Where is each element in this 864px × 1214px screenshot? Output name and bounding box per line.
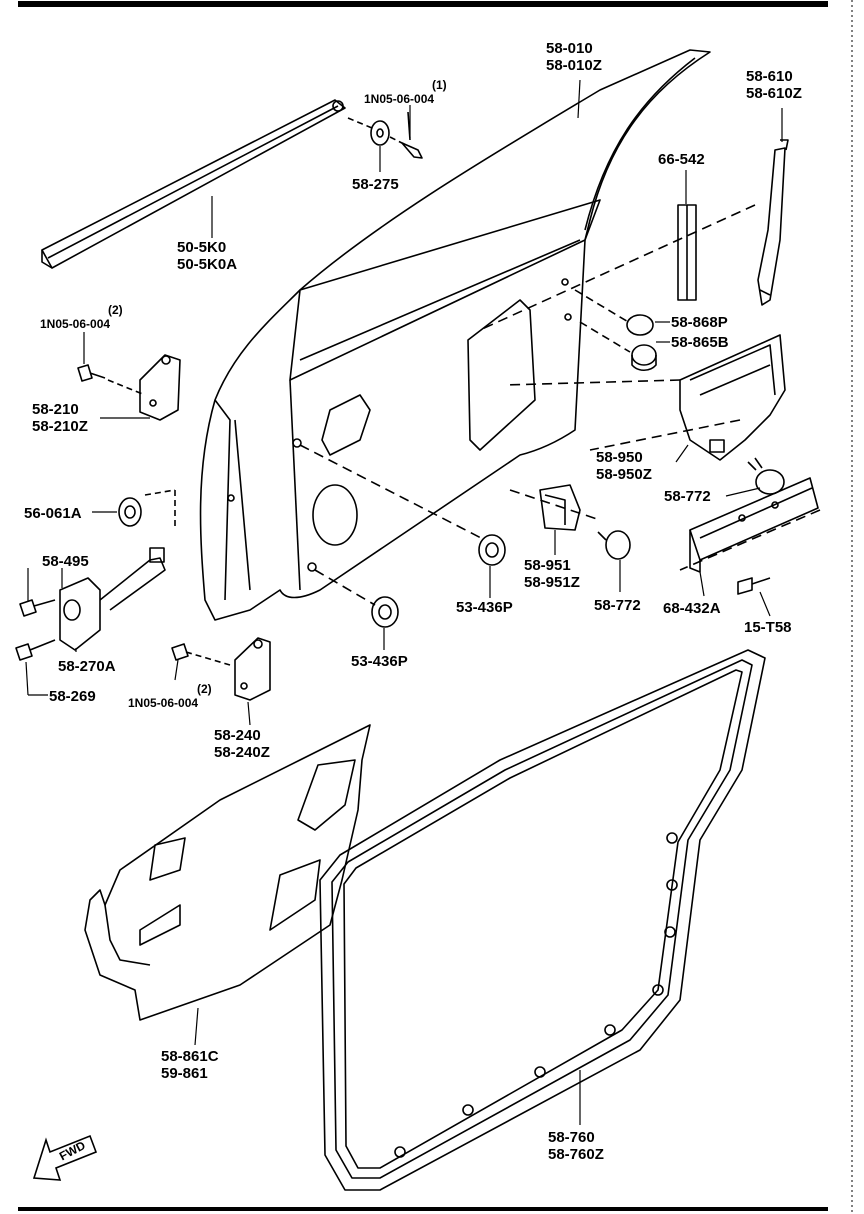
label-1n05-top: 1N05-06-004 xyxy=(364,92,435,106)
fwd-arrow xyxy=(32,1134,98,1181)
label-1n05-left-qty: (2) xyxy=(108,303,123,317)
bolt-15-t58 xyxy=(737,577,771,595)
bolt-58-495 xyxy=(19,599,56,617)
label-68-432a: 68-432A xyxy=(663,600,721,617)
bolt-58-269 xyxy=(15,639,56,661)
bracket-58-950 xyxy=(679,334,786,461)
hinge-upper xyxy=(139,354,181,421)
label-58-772-lower: 58-772 xyxy=(594,597,641,614)
grommet-53-436p-lower xyxy=(371,596,399,628)
label-58-865b: 58-865B xyxy=(671,334,729,351)
grommet-56-061a xyxy=(118,497,142,527)
label-1n05-bottom: 1N05-06-004 xyxy=(128,696,199,710)
label-58-270a: 58-270A xyxy=(58,658,116,675)
stopper-58-951 xyxy=(539,484,581,531)
label-1n05-top-qty: (1) xyxy=(432,78,447,92)
label-15-t58: 15-T58 xyxy=(744,619,792,636)
label-1n05-left: 1N05-06-004 xyxy=(40,317,111,331)
label-58-868p: 58-868P xyxy=(671,314,728,331)
plug-58-868p xyxy=(626,314,654,336)
clip-58-772-upper xyxy=(747,457,785,495)
belt-molding xyxy=(41,99,346,269)
label-58-269: 58-269 xyxy=(49,688,96,705)
bolt-1n05-left xyxy=(77,364,106,382)
plug-58-865b xyxy=(631,344,657,372)
label-58-495: 58-495 xyxy=(42,553,89,570)
glass-run-channel xyxy=(677,204,697,301)
door-weatherstrip xyxy=(319,649,766,1191)
label-66-542: 66-542 xyxy=(658,151,705,168)
label-53-436p-lower: 53-436P xyxy=(351,653,408,670)
label-56-061a: 56-061A xyxy=(24,505,82,522)
door-checker xyxy=(59,547,166,651)
hinge-lower xyxy=(234,637,271,701)
label-1n05-bottom-qty: (2) xyxy=(197,682,212,696)
washer-58-275 xyxy=(370,120,390,146)
grommet-53-436p-right xyxy=(478,534,506,566)
label-58-772-upper: 58-772 xyxy=(664,488,711,505)
reinforcement-68-432a xyxy=(689,477,819,573)
label-58-275: 58-275 xyxy=(352,176,399,193)
screw-1n05-top xyxy=(401,111,423,159)
bolt-1n05-bottom xyxy=(171,643,231,666)
door-shell xyxy=(199,49,711,621)
clip-58-772-lower xyxy=(597,530,631,560)
label-53-436p-right: 53-436P xyxy=(456,599,513,616)
window-guide xyxy=(757,139,789,306)
trim-panel xyxy=(84,724,371,1021)
